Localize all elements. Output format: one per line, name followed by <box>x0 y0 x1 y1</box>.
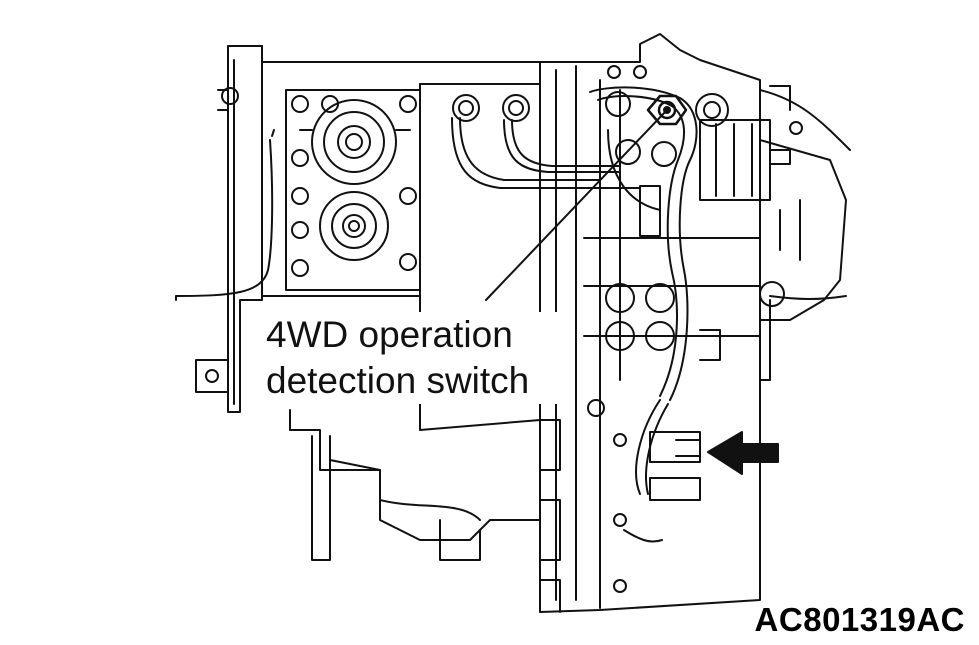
valve-cluster <box>583 185 761 361</box>
upper-plate <box>285 89 421 291</box>
callout-label: 4WD operation detection switch <box>262 312 570 404</box>
lower-case <box>289 399 663 613</box>
solenoid-lower <box>319 191 389 261</box>
callout-line-2: detection switch <box>266 360 530 401</box>
left-harness <box>175 129 275 301</box>
figure-code: AC801319AC <box>754 601 965 638</box>
hex-bolts-top <box>452 91 677 167</box>
right-connectors <box>695 85 851 201</box>
lower-harness <box>635 399 701 501</box>
right-flange <box>759 139 847 381</box>
callout-line-1: 4WD operation <box>266 314 513 355</box>
indicator-arrow <box>707 431 779 475</box>
solenoid-upper <box>299 99 411 185</box>
callout-leader-line <box>485 109 668 301</box>
